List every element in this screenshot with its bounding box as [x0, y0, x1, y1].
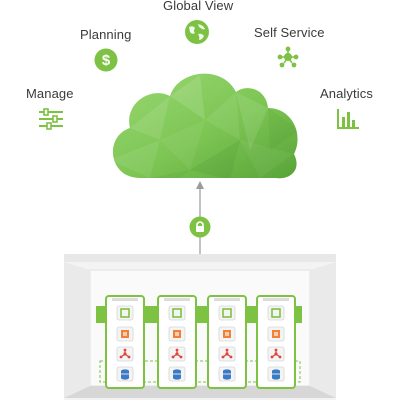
network-icon [116, 326, 134, 342]
database-icon [218, 366, 236, 382]
database-icon [116, 366, 134, 382]
sliders-icon [38, 108, 64, 130]
hub-icon [168, 346, 186, 362]
database-icon [168, 366, 186, 382]
planning-label: Planning [80, 27, 132, 42]
bar-chart-icon [336, 108, 360, 130]
dashed-storage-outline [99, 360, 301, 383]
chip-icon [267, 305, 285, 321]
lock-icon [189, 216, 211, 238]
svg-text:$: $ [102, 52, 111, 69]
server-rack [256, 295, 296, 389]
chip-icon [116, 305, 134, 321]
manage-label: Manage [26, 86, 74, 101]
users-network-icon [277, 46, 299, 68]
network-icon [267, 326, 285, 342]
analytics-label: Analytics [320, 86, 373, 101]
hub-icon [218, 346, 236, 362]
chip-icon [218, 305, 236, 321]
self-service-label: Self Service [254, 25, 325, 40]
dollar-icon: $ [94, 48, 118, 72]
chip-icon [168, 305, 186, 321]
database-icon [267, 366, 285, 382]
server-rack [157, 295, 197, 389]
network-icon [218, 326, 236, 342]
network-icon [168, 326, 186, 342]
hub-icon [267, 346, 285, 362]
server-rack [207, 295, 247, 389]
hub-icon [116, 346, 134, 362]
global-view-label: Global View [163, 0, 234, 13]
server-rack [105, 295, 145, 389]
globe-icon [184, 19, 210, 45]
